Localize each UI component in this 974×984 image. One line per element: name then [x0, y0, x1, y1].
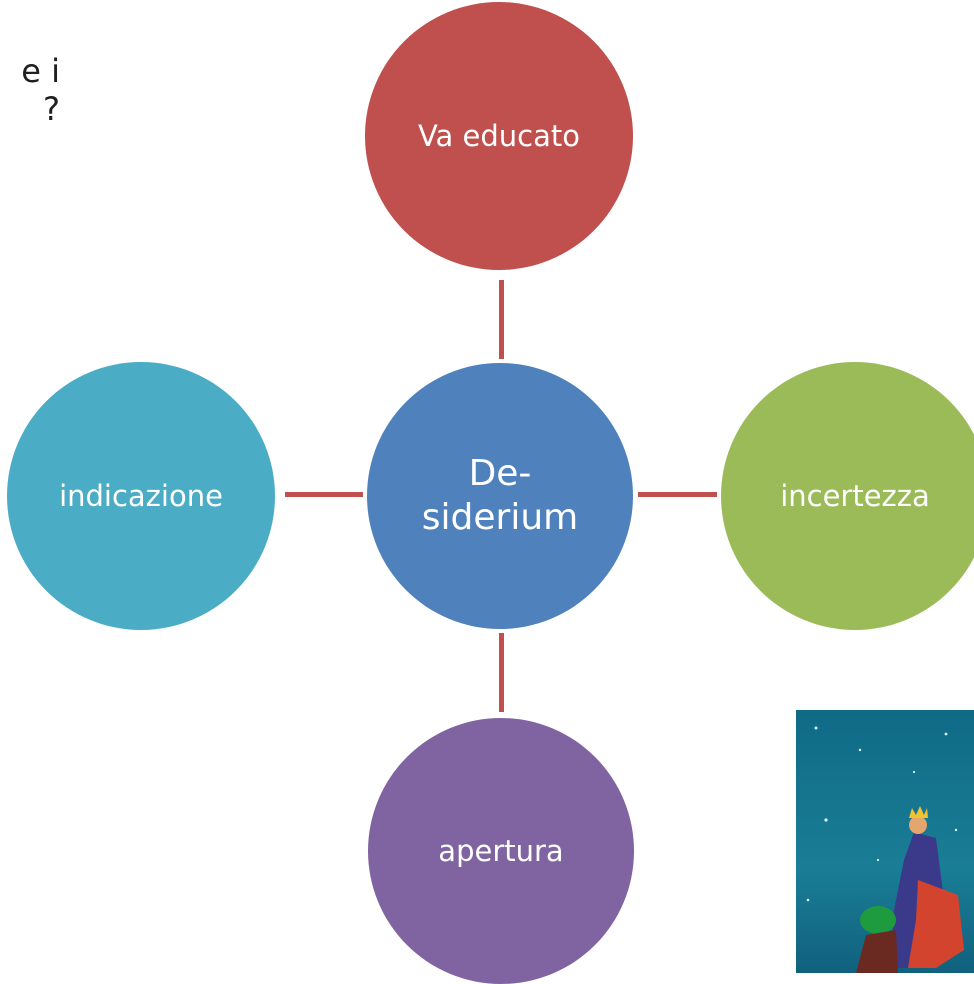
node-left-label: indicazione [59, 479, 223, 513]
node-top-label: Va educato [417, 119, 581, 153]
crown-icon [909, 806, 928, 818]
node-left: indicazione [7, 362, 275, 630]
node-right: incertezza [721, 362, 974, 630]
connector-top [499, 280, 504, 359]
cloak [908, 880, 964, 968]
illustration-image [796, 710, 974, 973]
node-right-label: incertezza [780, 479, 930, 513]
bundle [860, 906, 896, 934]
magi-king-illustration [796, 710, 974, 973]
node-bottom-label: apertura [438, 834, 564, 868]
base [856, 930, 898, 973]
node-center-label: De- siderium [421, 453, 579, 538]
head [909, 816, 927, 834]
title-fragment-line1: e i [21, 52, 60, 90]
connector-right [638, 492, 717, 497]
node-center: De- siderium [367, 363, 633, 629]
stars [806, 726, 958, 902]
node-top: Va educato [365, 2, 633, 270]
connector-left [285, 492, 363, 497]
node-bottom: apertura [368, 718, 634, 984]
title-fragment-line2: ? [43, 90, 60, 128]
connector-bottom [499, 633, 504, 712]
